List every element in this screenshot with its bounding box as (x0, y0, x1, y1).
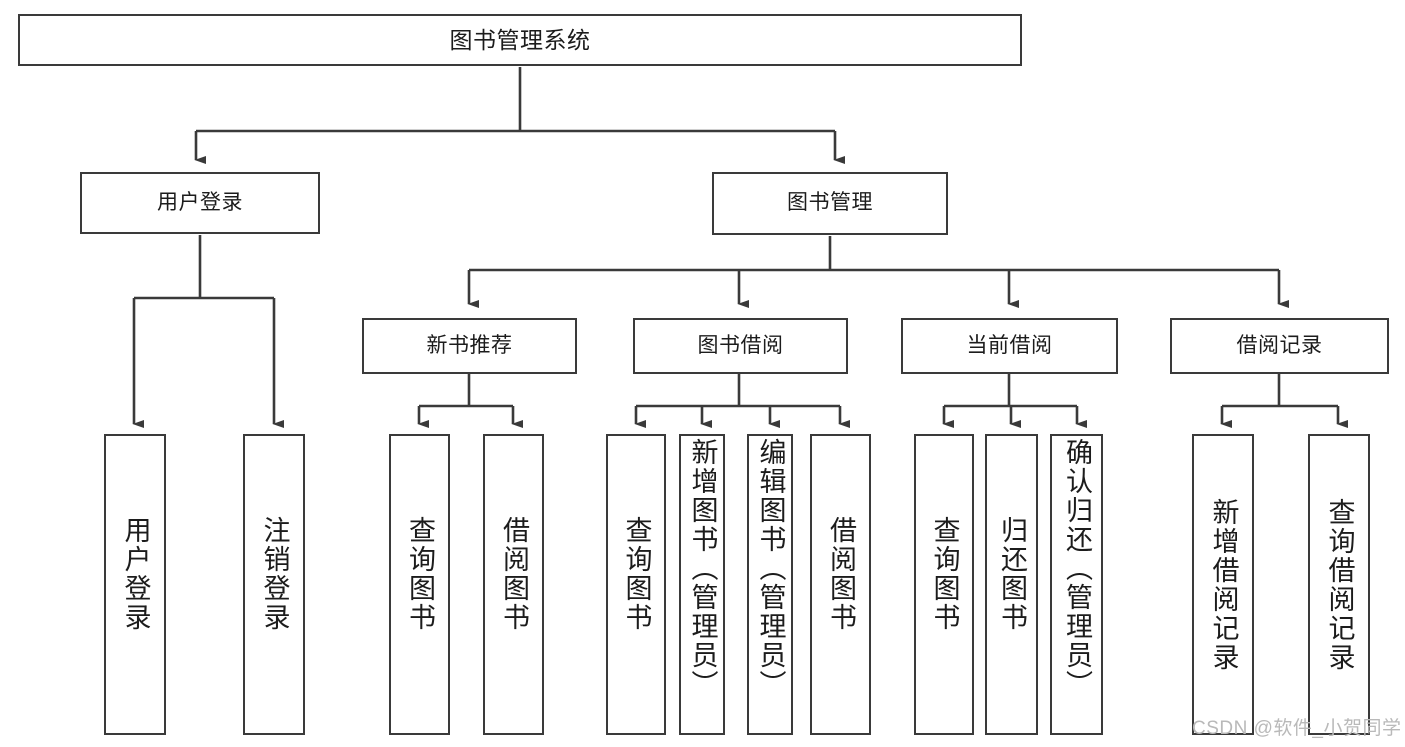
leaf-query-book-2[interactable]: 查询图书 (606, 434, 666, 735)
leaf-confirm-return[interactable]: 确认归还（管理员） (1050, 434, 1103, 735)
leaf-query-record-label: 查询借阅记录 (1324, 498, 1355, 672)
node-book-borrow-label: 图书借阅 (697, 333, 784, 357)
leaf-query-book-1[interactable]: 查询图书 (389, 434, 450, 735)
leaf-logout-label: 注销登录 (259, 516, 290, 632)
leaf-query-book-3-label: 查询图书 (929, 516, 960, 632)
leaf-borrow-book-2-label: 借阅图书 (826, 516, 856, 632)
leaf-query-book-2-label: 查询图书 (621, 516, 652, 632)
leaf-borrow-book-2[interactable]: 借阅图书 (810, 434, 871, 735)
node-user-login[interactable]: 用户登录 (80, 172, 320, 234)
node-new-book-rec-label: 新书推荐 (426, 333, 513, 357)
leaf-edit-book-label: 编辑图书（管理员） (755, 438, 786, 699)
leaf-add-book-label: 新增图书（管理员） (687, 438, 718, 699)
node-current-borrow[interactable]: 当前借阅 (901, 318, 1118, 374)
node-borrow-record[interactable]: 借阅记录 (1170, 318, 1389, 374)
node-current-borrow-label: 当前借阅 (966, 333, 1053, 357)
node-book-manage-label: 图书管理 (787, 191, 873, 215)
node-root[interactable]: 图书管理系统 (18, 14, 1022, 66)
leaf-borrow-book-1[interactable]: 借阅图书 (483, 434, 544, 735)
node-new-book-rec[interactable]: 新书推荐 (362, 318, 577, 374)
leaf-add-record-label: 新增借阅记录 (1208, 498, 1239, 672)
leaf-confirm-return-label: 确认归还（管理员） (1062, 438, 1092, 699)
leaf-logout[interactable]: 注销登录 (243, 434, 305, 735)
leaf-borrow-book-1-label: 借阅图书 (499, 516, 529, 632)
node-borrow-record-label: 借阅记录 (1236, 333, 1323, 357)
leaf-add-book[interactable]: 新增图书（管理员） (679, 434, 725, 735)
node-root-label: 图书管理系统 (449, 26, 591, 53)
leaf-query-book-1-label: 查询图书 (405, 516, 435, 632)
leaf-add-record[interactable]: 新增借阅记录 (1192, 434, 1254, 735)
leaf-user-login-label: 用户登录 (120, 516, 151, 632)
watermark: CSDN @软件_小贺同学 (1192, 718, 1402, 739)
node-book-borrow[interactable]: 图书借阅 (633, 318, 848, 374)
leaf-return-book[interactable]: 归还图书 (985, 434, 1038, 735)
leaf-query-record[interactable]: 查询借阅记录 (1308, 434, 1370, 735)
node-book-manage[interactable]: 图书管理 (712, 172, 948, 235)
leaf-return-book-label: 归还图书 (997, 516, 1027, 632)
leaf-edit-book[interactable]: 编辑图书（管理员） (747, 434, 793, 735)
leaf-user-login[interactable]: 用户登录 (104, 434, 166, 735)
node-user-login-label: 用户登录 (157, 190, 243, 214)
leaf-query-book-3[interactable]: 查询图书 (914, 434, 974, 735)
